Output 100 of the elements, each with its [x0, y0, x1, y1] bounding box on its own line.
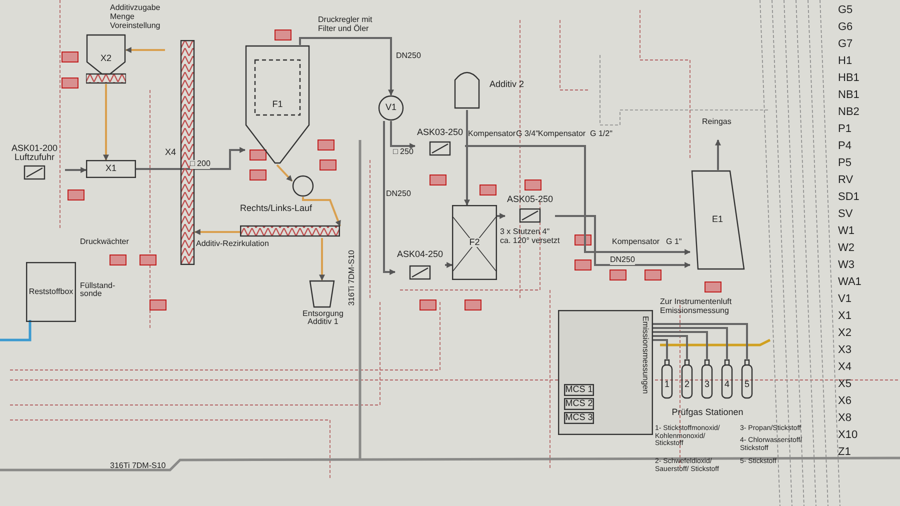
- legend-code: HB1: [838, 72, 860, 84]
- pipe-arrow: [319, 238, 325, 281]
- legend-code: W3: [838, 259, 854, 272]
- pipe-line: [653, 327, 728, 359]
- equipment-label: ASK05-250: [506, 195, 554, 204]
- pipe-line: [653, 335, 688, 359]
- legend-code: WA1: [838, 276, 862, 288]
- equipment-label: ASK04-250: [396, 250, 444, 260]
- pipe-arrow: [445, 262, 453, 268]
- equipment-label: MCS 3: [565, 413, 593, 423]
- pipe-arrow: [65, 167, 87, 173]
- note-text: Kompensator: [612, 238, 660, 247]
- pipe-arrow: [555, 215, 691, 268]
- pipe-line: [653, 339, 668, 359]
- legend-code: V1: [838, 293, 852, 306]
- legend-code: W1: [838, 225, 854, 238]
- pipe-arrow: [715, 139, 721, 170]
- equipment-label: 1: [664, 380, 670, 390]
- pipe-arrow: [497, 213, 506, 219]
- gas-cylinder: [681, 359, 693, 399]
- edge-label: □ 200: [190, 160, 210, 169]
- edge-label: □ 250: [393, 148, 414, 157]
- equipment-label: Emissionsmessungen: [640, 316, 649, 394]
- edge-label: Reingas: [702, 118, 732, 127]
- pipe-arrow: [276, 164, 293, 182]
- note-text: 316Ti 7DM-S10: [110, 462, 166, 471]
- pipe-line: [653, 331, 708, 359]
- note-text: G 1/2": [590, 130, 612, 139]
- equipment-label: Reststoffbox: [28, 288, 74, 296]
- note-text: Kompensator: [538, 130, 586, 139]
- pipe-arrow: [302, 197, 341, 227]
- equipment-label: 5: [744, 380, 750, 390]
- edge-label: Additiv-Rezirkulation: [196, 240, 269, 249]
- damper: [505, 195, 555, 223]
- analyzer-cabinet: [558, 310, 653, 435]
- screw-conveyor: [240, 204, 340, 238]
- legend-code: G7: [838, 38, 853, 50]
- pipe-arrow: [194, 229, 240, 235]
- legend-code: RV: [838, 174, 854, 186]
- rotary-valve: [292, 175, 314, 197]
- gas-cylinder: [721, 359, 733, 399]
- equipment-label: V1: [385, 103, 396, 113]
- legend-code: G5: [838, 4, 853, 16]
- legend-code: P5: [838, 157, 852, 170]
- legend-code: X6: [838, 395, 852, 408]
- heater-unit: [86, 160, 136, 178]
- hopper: [86, 34, 126, 84]
- screw-elevator: [165, 40, 195, 265]
- equipment-label: E1: [712, 215, 723, 225]
- legend-code: NB1: [838, 89, 860, 102]
- equipment-label: ASK01-200 Luftzufuhr: [10, 144, 59, 163]
- pipe-arrow: [465, 145, 691, 255]
- pipe-arrow: [383, 121, 396, 275]
- legend-code: W2: [838, 242, 854, 254]
- equipment-label: Füllstand-sonde: [80, 282, 116, 299]
- note-text: 316Ti 7DM-S10: [348, 250, 357, 306]
- legend-code: X5: [838, 378, 852, 390]
- filter-unit: [245, 45, 310, 165]
- equipment-label: Additiv 2: [489, 80, 524, 90]
- edge-label: DN250: [386, 190, 411, 199]
- equipment-label: MCS 2: [565, 399, 593, 409]
- legend-code: G6: [838, 21, 853, 34]
- equipment-label: Entsorgung Additiv 1: [302, 310, 344, 327]
- damper: [415, 128, 465, 156]
- note-text: Zur Instrumentenluft Emissionsmessung: [660, 298, 733, 316]
- pipe-arrow: [103, 84, 109, 161]
- equipment-label: X1: [105, 164, 116, 174]
- edge-label: DN250: [396, 52, 421, 61]
- note-text: G 1": [666, 238, 682, 247]
- legend-code: X1: [838, 310, 852, 322]
- pipe-arrow: [136, 147, 246, 170]
- note-text: Additivzugabe Menge Voreinstellung: [110, 4, 162, 30]
- edge-label: DN250: [610, 256, 635, 265]
- legend-code: P1: [838, 123, 852, 136]
- chimney: [690, 170, 745, 270]
- legend-code: X2: [838, 327, 852, 340]
- pipe-arrow: [125, 47, 165, 53]
- equipment-label: 2: [684, 380, 690, 390]
- equipment-label: X2: [100, 54, 112, 64]
- pipe-arrow: [299, 37, 394, 96]
- equipment-label: ASK03-250: [416, 128, 464, 138]
- note-text: Druckwächter: [80, 238, 130, 247]
- equipment-label: X4: [165, 148, 176, 158]
- equipment-label: F1: [272, 100, 283, 110]
- gas-cylinder: [741, 359, 753, 399]
- pipe-arrow: [464, 110, 470, 206]
- gas-cylinder: [661, 359, 673, 399]
- equipment-label: MCS 1: [565, 385, 593, 395]
- note-text: Druckregler mit Filter und Öler: [318, 16, 373, 34]
- damper: [395, 250, 445, 280]
- fan: [378, 95, 404, 121]
- legend-code: X8: [838, 412, 852, 424]
- legend-code: SV: [838, 208, 853, 220]
- legend-code: X10: [838, 429, 858, 442]
- note-text: Kompensator: [468, 130, 516, 139]
- gas-cylinder: [701, 359, 713, 399]
- note-text: 3 x Stutzen 4" ca. 120° versetzt: [500, 228, 560, 246]
- legend-code: X4: [838, 361, 852, 374]
- legend-code: SD1: [838, 191, 860, 204]
- legend-code: H1: [838, 55, 852, 68]
